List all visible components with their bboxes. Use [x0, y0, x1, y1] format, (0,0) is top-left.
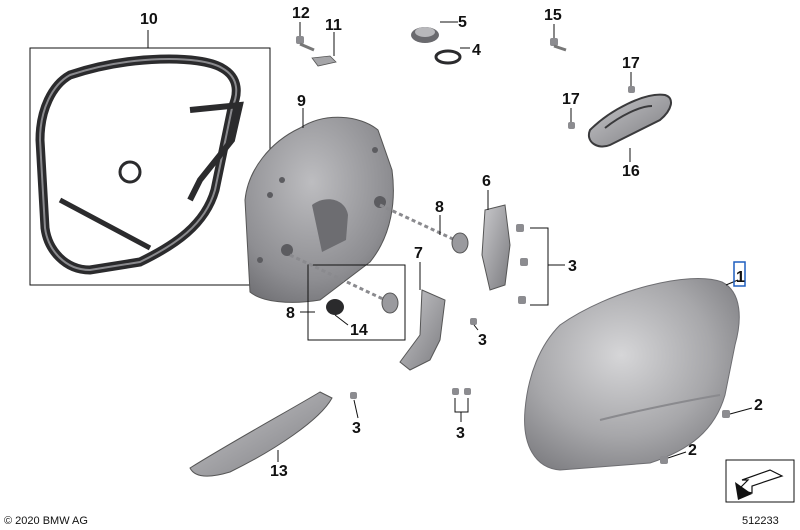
callout-8-lower: 8 — [286, 305, 295, 322]
callout-3-right: 3 — [568, 258, 577, 275]
part-3-screw — [464, 388, 471, 395]
leader-3-mid — [473, 324, 479, 331]
part-16-bracket — [587, 93, 672, 148]
part-15-screw-group — [550, 24, 567, 52]
part-9-housing-opening — [312, 199, 348, 252]
callout-3-bar: 3 — [352, 420, 361, 437]
part-15-screw-shank — [553, 44, 567, 52]
callout-17-lower: 17 — [562, 91, 580, 108]
callout-16: 16 — [622, 163, 640, 180]
callout-1-highlight — [733, 261, 746, 287]
callout-6: 6 — [482, 173, 491, 190]
part-3-screw — [452, 388, 459, 395]
callout-15: 15 — [544, 7, 562, 24]
callout-12: 12 — [292, 5, 310, 22]
callout-2-lower: 2 — [688, 442, 697, 459]
leader-3-bar — [353, 399, 359, 419]
part-13-bar — [189, 391, 333, 477]
part-3-screw — [518, 296, 526, 304]
part-1-cover-group — [524, 261, 753, 471]
callout-9: 9 — [297, 93, 306, 110]
callout-3-mid: 3 — [478, 332, 487, 349]
part-3-screw — [470, 318, 477, 325]
part-2-screw-lower — [660, 456, 668, 464]
callout-3-lower: 3 — [456, 425, 465, 442]
part-8-bolt-lower-shank — [289, 253, 386, 302]
callout-10: 10 — [140, 11, 158, 28]
part-9-housing-group — [244, 108, 394, 303]
callout-8-upper: 8 — [435, 199, 444, 216]
part-9-bore-lower — [281, 244, 293, 256]
leader-2-upper — [729, 407, 753, 415]
part-12-screw-head — [296, 36, 304, 44]
part-1-cover-edge — [599, 394, 721, 421]
part-12-screw-group — [296, 22, 315, 52]
part-10-gasket-inner — [38, 57, 238, 272]
part-9-hole — [257, 257, 263, 263]
direction-arrow-icon — [725, 459, 795, 503]
part-2-screw-upper — [722, 410, 730, 418]
part-3-screw — [520, 258, 528, 266]
part-6-bracket — [481, 204, 511, 291]
part-1-cover — [524, 278, 740, 471]
part-15-screw-head — [550, 38, 558, 46]
part-5-cap-top — [415, 27, 435, 37]
part-10-gasket-rib-lower — [58, 197, 152, 251]
part-13-bar-group — [189, 391, 359, 477]
callout-5: 5 — [458, 14, 467, 31]
leader-1 — [725, 279, 739, 286]
callout-17-upper: 17 — [622, 55, 640, 72]
copyright-text: © 2020 BMW AG — [4, 515, 88, 527]
part-10-gasket-group — [29, 30, 271, 286]
part-8-14-frame — [307, 264, 406, 341]
part-10-gasket-ring — [118, 160, 142, 184]
leader-14 — [334, 314, 349, 326]
bracket-3-group — [530, 227, 549, 306]
part-12-screw-shank — [299, 42, 315, 52]
part-16-bracket-group — [568, 72, 672, 162]
part-9-hole — [372, 147, 378, 153]
callout-1: 1 — [736, 269, 745, 286]
part-3-screw — [516, 224, 524, 232]
callout-2-upper: 2 — [754, 397, 763, 414]
part-7-bracket-group — [399, 262, 479, 422]
part-8-14-box-group — [289, 253, 406, 341]
part-10-gasket-rib — [187, 101, 244, 202]
callout-14: 14 — [350, 322, 368, 339]
part-6-bracket-group — [481, 190, 565, 306]
part-3-screw — [350, 392, 357, 399]
part-9-hole — [267, 192, 273, 198]
callout-11: 11 — [325, 17, 342, 34]
callout-4: 4 — [472, 42, 481, 59]
leader-2-lower — [667, 451, 687, 459]
part-11-clip-group — [311, 32, 337, 67]
part-9-hole — [279, 177, 285, 183]
part-4-oring — [434, 49, 462, 65]
part-8-washer-lower — [381, 292, 399, 314]
part-7-bracket — [399, 289, 446, 371]
part-16-bracket-inner — [604, 105, 653, 129]
part-5-cap-group — [411, 21, 458, 43]
part-4-oring-group — [434, 47, 470, 65]
part-17-screw-upper — [628, 86, 635, 93]
diagram-number: 512233 — [742, 515, 779, 527]
part-14-nut — [326, 299, 344, 315]
part-11-clip — [311, 55, 337, 67]
bracket-3-lower — [454, 398, 469, 413]
part-8-washer-upper — [451, 232, 469, 254]
callout-13: 13 — [270, 463, 288, 480]
callout-7: 7 — [414, 245, 423, 262]
part-8-bolt-upper-group — [379, 203, 469, 254]
part-17-screw-lower — [568, 122, 575, 129]
